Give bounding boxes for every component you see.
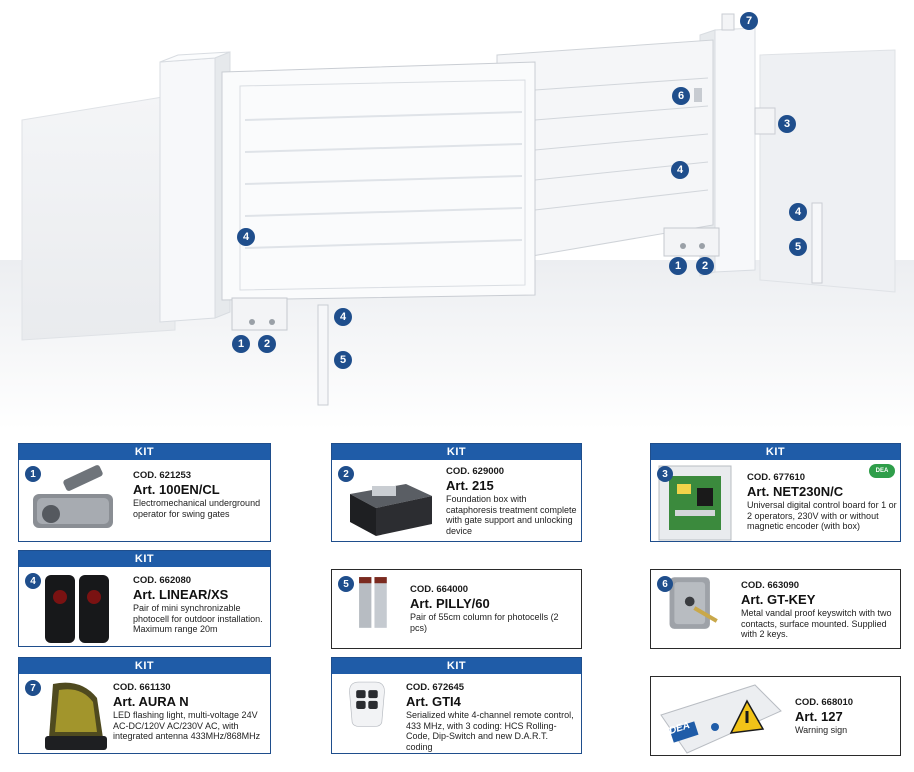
product-description: Universal digital control board for 1 or…: [747, 500, 897, 531]
product-description: Electromechanical underground operator f…: [133, 498, 261, 519]
marker-4-column-left: 4: [334, 308, 352, 326]
foundation-box-icon: [350, 484, 432, 536]
marker-4-gate-right: 4: [671, 161, 689, 179]
marker-2-left: 2: [258, 335, 276, 353]
product-card-linear-xs: KIT 4 COD. 662080 Art. LINEAR/XS Pair of…: [18, 550, 271, 647]
product-code: COD. 668010: [795, 697, 854, 708]
marker-7: 7: [740, 12, 758, 30]
kit-header: KIT: [332, 658, 581, 674]
product-number: 7: [25, 680, 41, 696]
warning-sign-icon: [660, 684, 782, 754]
product-card-gt-key: 6 COD. 663090 Art. GT-KEY Metal vandal p…: [650, 569, 901, 649]
product-number: 1: [25, 466, 41, 482]
gate-scene-drawing: [0, 13, 914, 430]
product-number: 3: [657, 466, 673, 482]
dea-net-badge: DEA NET: [869, 464, 895, 488]
product-article: Art. AURA N: [113, 694, 189, 709]
product-number: 4: [25, 573, 41, 589]
product-code: COD. 664000: [410, 584, 469, 595]
marker-1-left: 1: [232, 335, 250, 353]
column-icon: [359, 577, 387, 628]
product-card-net230: KIT 3 DEA NET COD. 677610 Art. NET230N/C…: [650, 443, 901, 542]
product-card-aura-n: KIT 7 COD. 661130 Art. AURA N LED flashi…: [18, 657, 271, 754]
product-description: Foundation box with cataphoresis treatme…: [446, 494, 577, 536]
product-article: Art. PILLY/60: [410, 596, 490, 611]
product-card-127: DEA COD. 668010 Art. 127 Warning sign: [650, 676, 901, 756]
kit-header: KIT: [19, 658, 270, 674]
marker-4-column-right: 4: [789, 203, 807, 221]
photocell-icon: [45, 575, 109, 643]
product-card-215: KIT 2 COD. 629000 Art. 215 Foundation bo…: [331, 443, 582, 542]
product-description: Pair of mini synchronizable photocell fo…: [133, 603, 263, 634]
kit-header: KIT: [651, 444, 900, 460]
product-code: COD. 663090: [741, 580, 800, 591]
product-article: Art. GTI4: [406, 694, 461, 709]
marker-4-gate-left: 4: [237, 228, 255, 246]
product-article: Art. 127: [795, 709, 843, 724]
product-description: Serialized white 4-channel remote contro…: [406, 710, 574, 752]
product-article: Art. 215: [446, 478, 494, 493]
flashing-light-icon: [45, 682, 107, 750]
marker-2-right: 2: [696, 257, 714, 275]
gate-installation-illustration: 7 6 3 4 4 5 1 2 4 4 5 1 2: [0, 12, 914, 430]
marker-1-right: 1: [669, 257, 687, 275]
marker-6: 6: [672, 87, 690, 105]
kit-header: KIT: [19, 551, 270, 567]
marker-3: 3: [778, 115, 796, 133]
product-code: COD. 677610: [747, 472, 806, 483]
marker-5-left: 5: [334, 351, 352, 369]
product-code: COD. 629000: [446, 466, 505, 477]
underground-operator-icon: [33, 465, 113, 528]
product-article: Art. LINEAR/XS: [133, 587, 229, 602]
product-number: 6: [657, 576, 673, 592]
product-code: COD. 621253: [133, 470, 192, 481]
product-code: COD. 661130: [113, 682, 171, 693]
product-code: COD. 672645: [406, 682, 465, 693]
product-article: Art. GT-KEY: [741, 592, 816, 607]
product-article: Art. 100EN/CL: [133, 482, 220, 497]
product-card-gti4: KIT COD. 672645 Art. GTI4 Serialized whi…: [331, 657, 582, 754]
remote-control-icon: [349, 681, 385, 727]
product-card-pilly60: 5 COD. 664000 Art. PILLY/60 Pair of 55cm…: [331, 569, 582, 649]
keyswitch-icon: [669, 577, 718, 629]
product-article: Art. NET230N/C: [747, 484, 844, 499]
product-description: Metal vandal proof keyswitch with two co…: [741, 608, 892, 639]
marker-5-right: 5: [789, 238, 807, 256]
product-description: Warning sign: [795, 725, 848, 735]
kit-header: KIT: [19, 444, 270, 460]
product-description: Pair of 55cm column for photocells (2 pc…: [410, 612, 559, 633]
product-number: 5: [338, 576, 354, 592]
product-card-100en: KIT 1 COD. 621253 Art. 100EN/CL Electrom…: [18, 443, 271, 542]
kit-header: KIT: [332, 444, 581, 460]
product-code: COD. 662080: [133, 575, 192, 586]
product-number: 2: [338, 466, 354, 482]
product-description: LED flashing light, multi-voltage 24V AC…: [113, 710, 261, 741]
